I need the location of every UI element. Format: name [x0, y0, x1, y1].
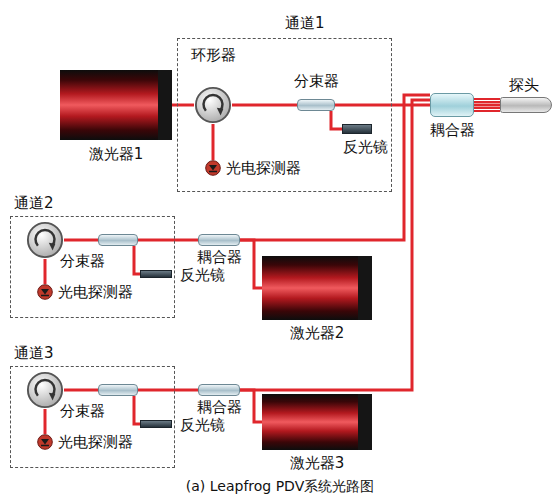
- optical-fiber: [172, 104, 194, 107]
- mirror-node: 反光镜: [342, 124, 372, 134]
- photodetector-shape: [37, 434, 53, 450]
- photodetector-symbol: [37, 284, 53, 300]
- photodetector-node: 光电探测器: [205, 160, 221, 176]
- channel-box-node: 通道3分束器光电探测器反光镜: [10, 366, 175, 468]
- fiber-component-shape: [98, 234, 138, 246]
- photodetector-node: 光电探测器: [37, 284, 53, 300]
- fiber: [64, 389, 98, 392]
- component-label: 分束器: [60, 402, 105, 420]
- channel-box-node: 通道2分束器光电探测器反光镜: [10, 216, 175, 318]
- photodetector-shape: [37, 284, 53, 300]
- component-label: 通道3: [14, 344, 54, 362]
- fiber: [44, 409, 47, 434]
- photodetector-shape: [205, 160, 221, 176]
- figure-caption: (a) Leapfrog PDV系统光路图: [186, 477, 374, 495]
- fiber-component-shape: [98, 384, 138, 396]
- optical-fiber: [240, 100, 430, 390]
- fiber: [64, 239, 98, 242]
- component-label: 激光器1: [89, 145, 144, 163]
- optical-fiber: [138, 239, 198, 242]
- laser-shape: [262, 256, 372, 320]
- laser-node: 激光器2: [262, 256, 372, 320]
- mirror-node: 反光镜: [140, 420, 172, 428]
- optical-fiber: [212, 124, 215, 160]
- circulator-symbol: [28, 373, 62, 407]
- optical-fiber: [240, 240, 262, 288]
- component-label: 激光器3: [290, 454, 345, 472]
- fiber-component-shape: [198, 384, 240, 396]
- photodetector-symbol: [205, 160, 221, 176]
- optical-fiber: [240, 390, 262, 422]
- fiber-coupler-shape: [430, 93, 474, 117]
- component-label: 通道1: [285, 14, 325, 32]
- component-label: 分束器: [294, 72, 339, 90]
- component-label: 光电探测器: [58, 283, 133, 301]
- component-label: 通道2: [14, 194, 54, 212]
- component-label: 反光镜: [180, 266, 225, 284]
- component-label: 激光器2: [290, 324, 345, 342]
- mirror-shape: [140, 420, 172, 428]
- photodetector-symbol: [37, 434, 53, 450]
- optical-fiber: [232, 104, 297, 107]
- circulator-shape: [194, 86, 232, 124]
- optical-fiber: [474, 104, 500, 107]
- circulator-symbol: [194, 86, 232, 124]
- component-label: 探头: [509, 76, 539, 94]
- channel-box-node: 通道1环形器分束器反光镜光电探测器: [177, 38, 392, 192]
- circulator-symbol: [28, 223, 62, 257]
- component-label: 反光镜: [180, 416, 225, 434]
- mirror-shape: [140, 270, 172, 278]
- component-label: 反光镜: [343, 138, 388, 156]
- fiber-component-node: 分束器: [98, 234, 138, 246]
- optical-fiber: [138, 389, 198, 392]
- fiber-component-shape: [198, 234, 240, 246]
- mirror-node: 反光镜: [140, 270, 172, 278]
- laser-shape: [262, 394, 372, 450]
- laser-shape: [60, 70, 172, 140]
- fiber-component-shape: [297, 99, 335, 111]
- fiber-component-node: 分束器: [297, 99, 335, 111]
- component-label: 光电探测器: [226, 159, 301, 177]
- optical-fiber: [331, 111, 342, 129]
- fiber-component-node: 分束器: [98, 384, 138, 396]
- circulator-node: 环形器: [194, 86, 232, 124]
- component-label: 耦合器: [430, 121, 475, 139]
- fiber-component-node: 耦合器: [198, 384, 240, 396]
- laser-node: 激光器1: [60, 70, 172, 140]
- fiber-coupler-node: 耦合器: [430, 93, 474, 117]
- laser-node: 激光器3: [262, 394, 372, 450]
- fiber: [44, 259, 47, 284]
- optical-fiber: [335, 104, 430, 107]
- component-label: 环形器: [191, 46, 236, 64]
- fiber-component-node: 耦合器: [198, 234, 240, 246]
- fiber-bundle: [474, 99, 500, 111]
- probe-node: 探头: [500, 97, 552, 113]
- component-label: 耦合器: [197, 398, 242, 416]
- component-label: 耦合器: [197, 248, 242, 266]
- fiber-lines: [45, 99, 500, 434]
- probe-shape: [500, 97, 552, 113]
- component-label: 分束器: [60, 252, 105, 270]
- mirror-shape: [342, 124, 372, 134]
- component-label: 光电探测器: [58, 433, 133, 451]
- photodetector-node: 光电探测器: [37, 434, 53, 450]
